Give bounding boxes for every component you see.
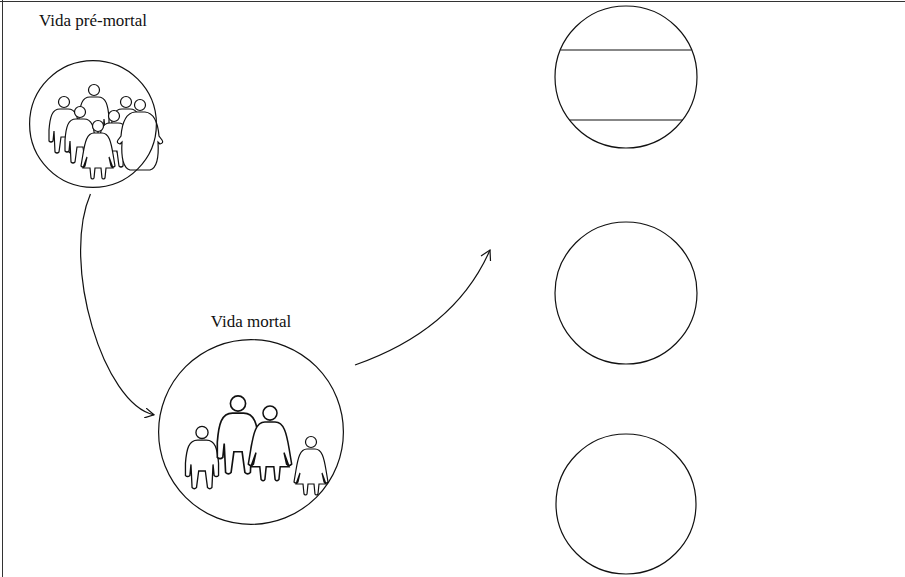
family-figures <box>185 396 328 495</box>
circle-outline <box>29 60 157 188</box>
arrow-head <box>481 250 491 261</box>
destination-circles <box>555 6 697 574</box>
stage-label: Vida pré-mortal <box>29 10 157 32</box>
flow-arrow <box>81 194 154 415</box>
frame-line <box>0 1 905 2</box>
stage-circle: Vida mortal <box>158 311 344 525</box>
frame-line <box>2 0 3 577</box>
stage-circle: Vida pré-mortal <box>29 10 157 188</box>
stage-label: Vida mortal <box>158 311 344 333</box>
arrow-line <box>355 250 490 365</box>
circle-outline <box>158 339 344 525</box>
spirit-figures <box>49 85 163 180</box>
